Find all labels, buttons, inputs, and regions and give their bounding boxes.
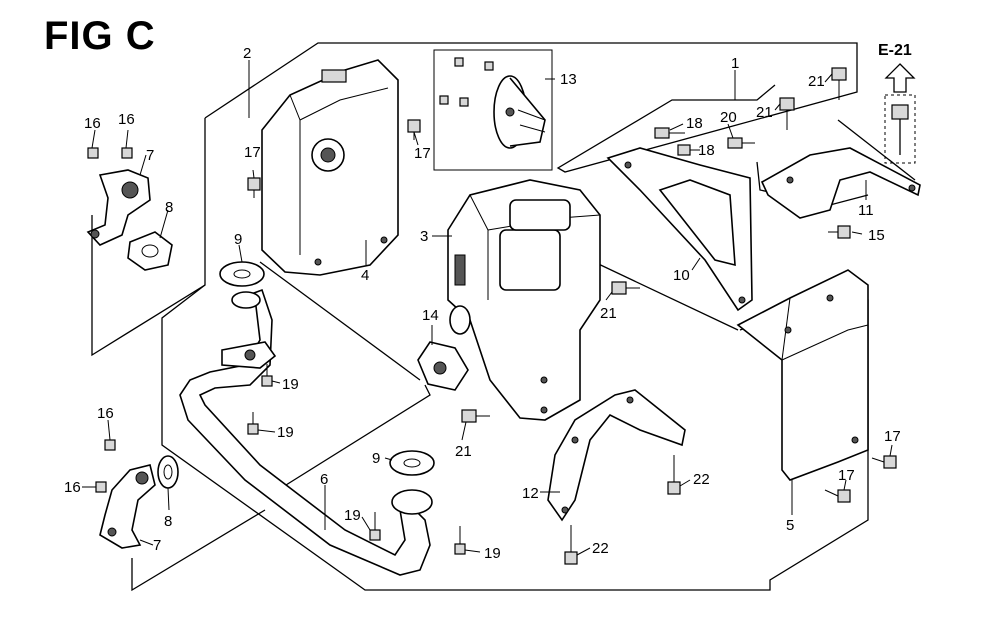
pipe-clamp — [417, 341, 469, 391]
callout-9-upper: 9 — [234, 231, 242, 248]
elbow-gasket-upper-hole — [141, 244, 159, 258]
callout-22-a: 22 — [693, 471, 710, 488]
callout-5: 5 — [786, 517, 794, 534]
callout-12: 12 — [522, 485, 539, 502]
support-bracket — [547, 389, 686, 522]
gasket-upper-hole — [233, 269, 251, 279]
callout-9-lower: 9 — [372, 450, 380, 467]
callout-21-c: 21 — [600, 305, 617, 322]
callout-6: 6 — [320, 471, 328, 488]
callout-16-b: 16 — [118, 111, 135, 128]
callout-16-d: 16 — [64, 479, 81, 496]
callout-17-b: 17 — [414, 145, 431, 162]
callout-21-a: 21 — [756, 104, 773, 121]
nut-16-b — [121, 147, 133, 159]
gasket-upper — [219, 261, 265, 287]
inset-box-13 — [433, 49, 553, 171]
muffler-body — [447, 179, 601, 421]
callout-labels: 2 1 3 4 5 6 7 7 8 8 9 9 10 11 12 13 14 1… — [64, 45, 901, 562]
callout-22-b: 22 — [592, 540, 609, 557]
callout-19-c: 19 — [344, 507, 361, 524]
nut-16-a — [87, 147, 99, 159]
assembly-frame — [91, 42, 916, 592]
callout-8-lower: 8 — [164, 513, 172, 530]
callout-14: 14 — [422, 307, 439, 324]
callout-7-upper: 7 — [146, 147, 154, 164]
callout-19-b: 19 — [277, 424, 294, 441]
exhaust-elbow-lower — [99, 464, 156, 549]
elbow-gasket-lower — [157, 455, 179, 489]
callout-21-d: 21 — [455, 443, 472, 460]
callout-15: 15 — [868, 227, 885, 244]
callout-1: 1 — [731, 55, 739, 72]
nut-16-d — [95, 481, 107, 493]
reference-arrow-icon — [884, 63, 916, 93]
nut-16-c — [104, 439, 116, 451]
leader-lines — [82, 60, 893, 556]
figure-title: FIG C — [44, 14, 156, 58]
stay-bracket — [760, 147, 921, 219]
exhaust-elbow-upper — [86, 169, 151, 246]
reference-label: E-21 — [878, 42, 912, 59]
callout-10: 10 — [673, 267, 690, 284]
callout-8-upper: 8 — [165, 199, 173, 216]
muffler-protector — [261, 59, 399, 276]
gasket-lower-hole — [403, 458, 421, 468]
spark-arrester — [493, 75, 546, 149]
callout-2: 2 — [243, 45, 251, 62]
callout-19-d: 19 — [484, 545, 501, 562]
callout-7-lower: 7 — [153, 537, 161, 554]
callout-11: 11 — [858, 202, 874, 219]
muffler-bracket-plate — [606, 147, 753, 312]
elbow-gasket-upper — [127, 231, 173, 271]
callout-18-b: 18 — [698, 142, 715, 159]
callout-17-d: 17 — [838, 467, 855, 484]
callout-4: 4 — [361, 267, 369, 284]
callout-17-c: 17 — [884, 428, 901, 445]
reference-dashed-box — [884, 94, 916, 164]
pipe-flange-lower — [391, 489, 433, 515]
exhaust-pipe — [179, 288, 431, 576]
gasket-lower — [389, 450, 435, 476]
callout-21-b: 21 — [808, 73, 825, 90]
bolts — [247, 57, 909, 565]
callout-19-a: 19 — [282, 376, 299, 393]
callout-20: 20 — [720, 109, 737, 126]
callout-13: 13 — [560, 71, 577, 88]
callout-18-a: 18 — [686, 115, 703, 132]
heat-shield-cover — [736, 269, 869, 481]
elbow-gasket-lower-hole — [163, 464, 173, 480]
callout-16-c: 16 — [97, 405, 114, 422]
callout-3: 3 — [420, 228, 428, 245]
callout-16-a: 16 — [84, 115, 101, 132]
callout-17-a: 17 — [244, 144, 261, 161]
